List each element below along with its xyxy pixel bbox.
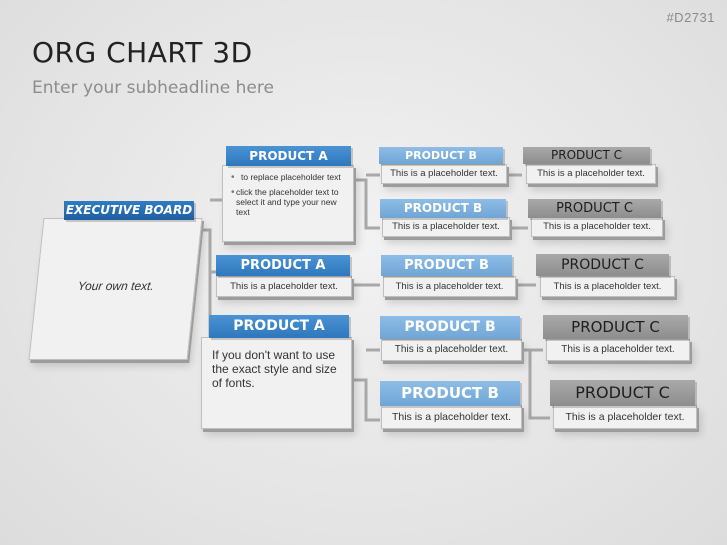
product-c-card-1a[interactable]: This is a placeholder text. <box>526 164 656 184</box>
product-c-card-2[interactable]: This is a placeholder text. <box>540 276 675 297</box>
product-b-header-3b[interactable]: PRODUCT B <box>380 381 520 406</box>
product-b-card-1a[interactable]: This is a placeholder text. <box>381 164 507 184</box>
product-b-header-1a[interactable]: PRODUCT B <box>379 147 503 164</box>
product-b-header-1b[interactable]: PRODUCT B <box>380 199 506 218</box>
product-b-card-2[interactable]: This is a placeholder text. <box>383 276 516 297</box>
product-c-text-1a: This is a placeholder text. <box>537 168 645 179</box>
product-b-card-3a[interactable]: This is a placeholder text. <box>381 339 522 361</box>
product-b-text-1b: This is a placeholder text. <box>392 221 500 232</box>
product-c-header-3b[interactable]: PRODUCT C <box>550 380 695 406</box>
bullet-2: • click the placeholder text to select i… <box>231 187 339 217</box>
product-b-text-2: This is a placeholder text. <box>395 281 504 292</box>
product-b-text-3b: This is a placeholder text. <box>391 411 512 423</box>
product-b-card-3b[interactable]: This is a placeholder text. <box>381 405 522 429</box>
product-b-header-3a[interactable]: PRODUCT B <box>380 316 520 339</box>
product-a-header-2[interactable]: PRODUCT A <box>216 255 350 276</box>
product-c-text-1b: This is a placeholder text. <box>543 221 651 232</box>
product-b-text-1a: This is a placeholder text. <box>390 168 498 179</box>
product-a-card-3[interactable]: If you don't want to use the exact style… <box>201 337 352 429</box>
product-c-card-3a[interactable]: This is a placeholder text. <box>546 339 690 361</box>
product-a-header-1[interactable]: PRODUCT A <box>226 146 351 166</box>
product-c-text-3b: This is a placeholder text. <box>565 411 685 423</box>
executive-board-header[interactable]: EXECUTIVE BOARD <box>64 201 194 220</box>
executive-board-text: Your own text. <box>77 279 155 293</box>
product-b-header-2[interactable]: PRODUCT B <box>381 255 512 276</box>
product-b-text-3a: This is a placeholder text. <box>394 344 509 355</box>
product-a-card-2[interactable]: This is a placeholder text. <box>216 276 352 297</box>
product-a-text-3: If you don't want to use the exact style… <box>212 348 337 390</box>
product-a-card-1[interactable]: • to replace placeholder text • click th… <box>222 165 354 242</box>
executive-board-card[interactable]: Your own text. <box>28 218 203 360</box>
product-b-card-1b[interactable]: This is a placeholder text. <box>382 217 510 237</box>
product-c-text-2: This is a placeholder text. <box>553 281 662 292</box>
page-subtitle[interactable]: Enter your subheadline here <box>32 78 274 98</box>
product-c-header-3a[interactable]: PRODUCT C <box>543 315 688 339</box>
page-title[interactable]: ORG CHART 3D <box>32 36 253 69</box>
product-c-header-1b[interactable]: PRODUCT C <box>528 199 661 218</box>
product-c-header-2[interactable]: PRODUCT C <box>536 254 669 276</box>
product-c-card-3b[interactable]: This is a placeholder text. <box>553 405 697 429</box>
product-c-card-1b[interactable]: This is a placeholder text. <box>531 217 663 237</box>
product-a-header-3[interactable]: PRODUCT A <box>209 315 349 338</box>
product-c-header-1a[interactable]: PRODUCT C <box>523 147 650 164</box>
bullet-1: • to replace placeholder text <box>231 172 341 183</box>
product-a-text-2: This is a placeholder text. <box>230 281 338 292</box>
slide-id: #D2731 <box>666 10 715 25</box>
product-c-text-3a: This is a placeholder text. <box>561 344 675 355</box>
